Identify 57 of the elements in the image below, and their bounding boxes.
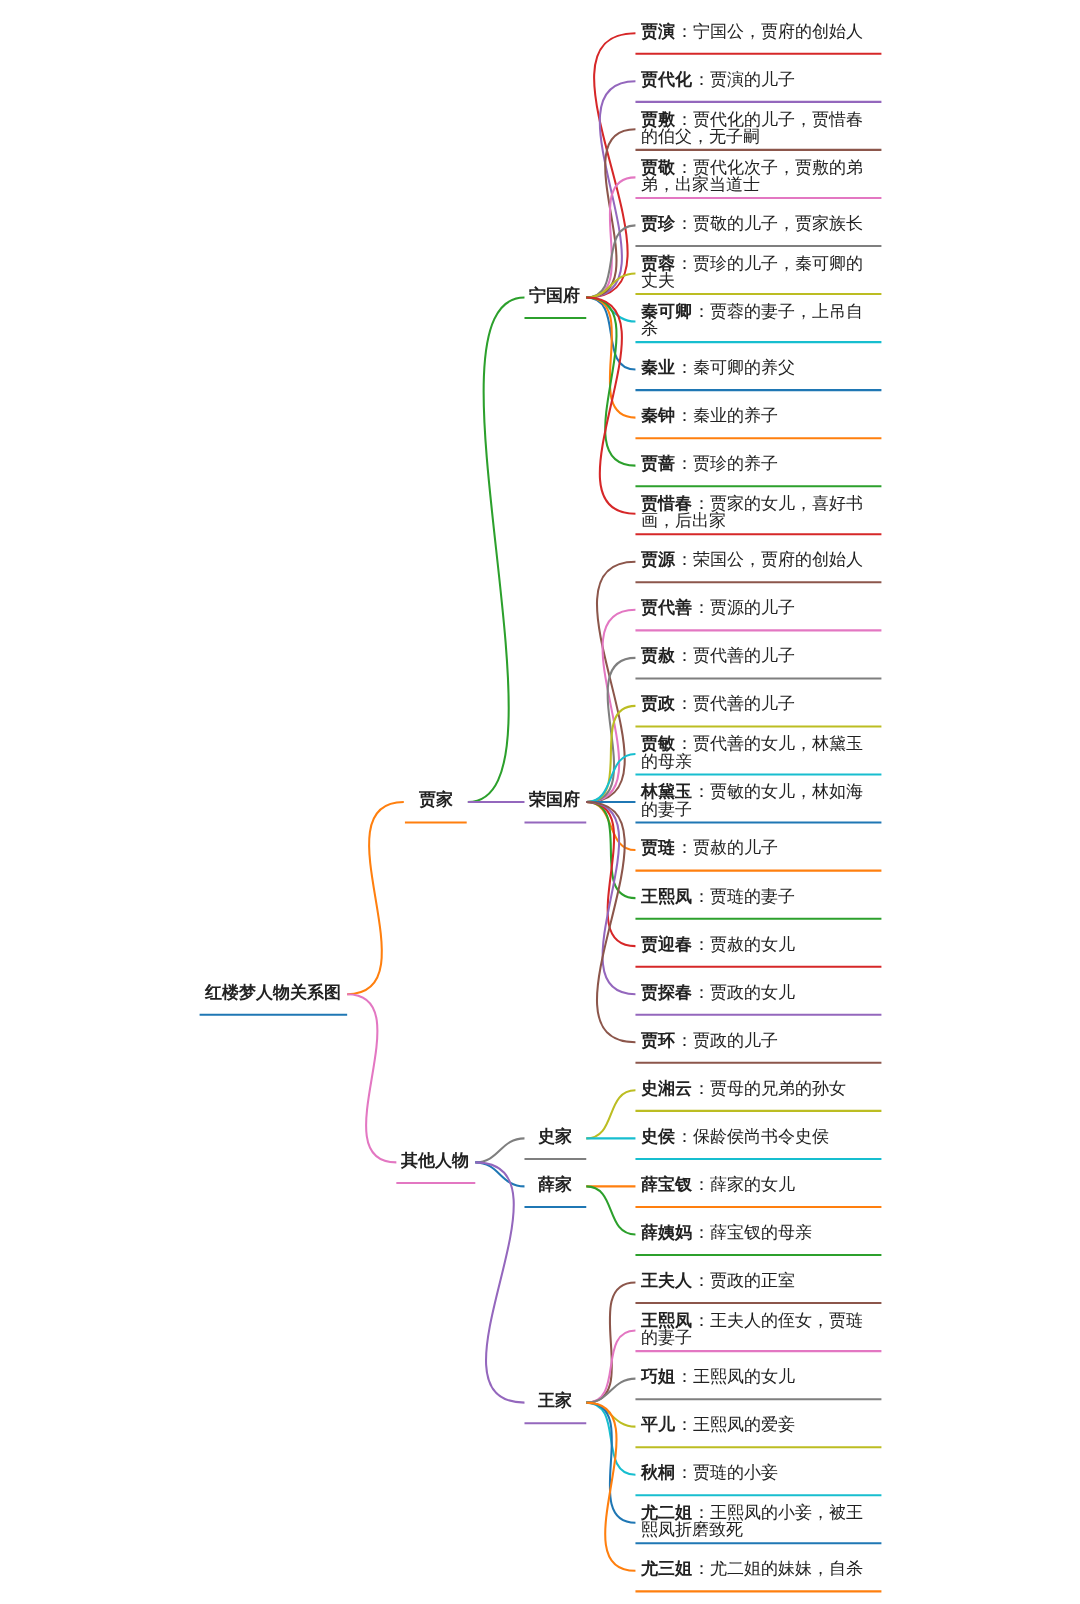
node-text: 薛家 — [537, 1173, 572, 1194]
node-text: 王熙凤：贾琏的妻子 — [640, 885, 795, 906]
node-text: 贾蓉：贾珍的儿子，秦可卿的丈夫 — [640, 252, 863, 291]
node-text: 贾珍：贾敬的儿子，贾家族长 — [640, 212, 863, 233]
node-text: 贾敷：贾代化的儿子，贾惜春的伯父，无子嗣 — [640, 108, 863, 146]
connector — [585, 176, 636, 299]
node-text: 贾敬：贾代化次子，贾敷的弟弟，出家当道士 — [640, 156, 863, 194]
node-text: 贾探春：贾政的女儿 — [640, 981, 795, 1002]
node-text: 巧姐：王熙凤的女儿 — [640, 1366, 795, 1387]
node-text: 贾代化：贾演的儿子 — [640, 68, 795, 89]
node-text: 尤二姐：王熙凤的小妾，被王熙凤折磨致死 — [640, 1502, 863, 1540]
node-text: 贾蔷：贾珍的养子 — [640, 453, 778, 474]
node-text: 贾环：贾政的儿子 — [640, 1029, 778, 1050]
node-text: 红楼梦人物关系图 — [204, 981, 341, 1002]
node-text: 其他人物 — [401, 1149, 469, 1170]
node-text: 贾家 — [418, 789, 453, 810]
connector — [585, 1185, 635, 1188]
node-text: 贾代善：贾源的儿子 — [640, 597, 795, 618]
connector — [467, 800, 524, 804]
node-text: 薛宝钗：薛家的女儿 — [640, 1173, 795, 1194]
node-text: 秦业：秦可卿的养父 — [640, 356, 795, 377]
node-text: 贾演：宁国公，贾府的创始人 — [640, 20, 863, 41]
node-text: 王熙凤：王夫人的侄女，贾琏的妻子 — [640, 1309, 863, 1348]
node-text: 贾惜春：贾家的女儿，喜好书画，后出家 — [640, 493, 863, 531]
node-text: 王家 — [537, 1390, 572, 1411]
node-text: 尤三姐：尤二姐的妹妹，自杀 — [640, 1558, 863, 1579]
node-text: 荣国府 — [528, 789, 580, 810]
node-text: 秋桐：贾琏的小妾 — [640, 1462, 778, 1483]
connector — [585, 224, 636, 299]
node-text: 贾政：贾代善的儿子 — [640, 693, 795, 714]
node-text: 王夫人：贾政的正室 — [640, 1269, 795, 1290]
node-text: 史侯：保龄侯尚书令史侯 — [640, 1125, 829, 1146]
connector — [585, 128, 636, 299]
node-text: 贾赦：贾代善的儿子 — [640, 645, 795, 666]
connector — [585, 1377, 636, 1404]
connector — [585, 1185, 636, 1236]
node-text: 贾琏：贾赦的儿子 — [640, 837, 778, 858]
connector — [585, 1137, 635, 1140]
connector — [585, 1329, 636, 1404]
connector — [346, 993, 397, 1164]
connector — [585, 1089, 636, 1140]
node-text: 平儿：王熙凤的爱妾 — [640, 1414, 795, 1435]
connector — [585, 1281, 636, 1404]
node-text: 秦钟：秦业的养子 — [640, 405, 778, 426]
node-text: 秦可卿：贾蓉的妻子，上吊自杀 — [640, 300, 863, 339]
node-text: 史家 — [537, 1125, 572, 1146]
connector — [585, 80, 636, 299]
node-text: 贾敏：贾代善的女儿，林黛玉的母亲 — [640, 733, 863, 771]
node-text: 史湘云：贾母的兄弟的孙女 — [640, 1077, 846, 1098]
node-text: 贾迎春：贾赦的女儿 — [640, 933, 795, 954]
connector — [474, 1161, 525, 1404]
node-text: 宁国府 — [528, 284, 580, 305]
connector — [585, 32, 636, 299]
connector — [585, 272, 636, 299]
node-text: 薛姨妈：薛宝钗的母亲 — [640, 1221, 812, 1242]
node-text: 贾源：荣国公，贾府的创始人 — [640, 549, 863, 570]
node-text: 林黛玉：贾敏的女儿，林如海的妻子 — [640, 781, 863, 819]
